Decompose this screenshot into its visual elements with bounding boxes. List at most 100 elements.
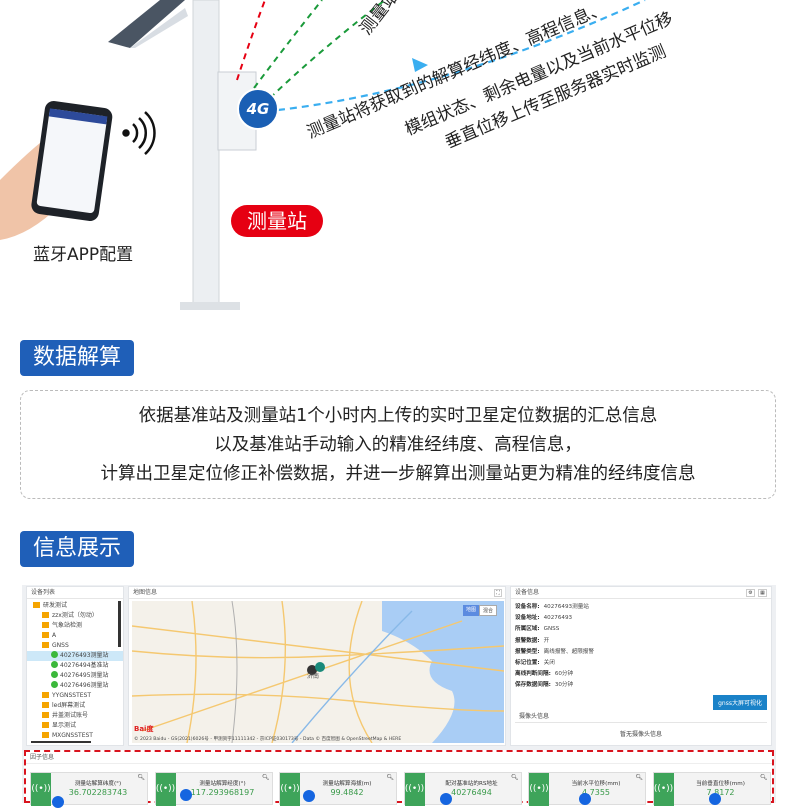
info-value: 30分钟 — [554, 682, 574, 689]
folder-item[interactable]: A — [27, 631, 123, 641]
factor-panel: 因子信息 ((•))测量站解算纬度(°)36.702283743🔍︎((•))测… — [24, 750, 774, 806]
magnifier-icon[interactable]: 🔍︎ — [759, 774, 768, 781]
pointer-dot — [579, 793, 591, 805]
info-value: 开 — [543, 637, 550, 644]
folder-item[interactable]: MXGNSSTEST — [27, 731, 123, 741]
factor-value: 117.293968197 — [190, 788, 255, 797]
item-label: YYGNSSTEST — [52, 692, 92, 699]
factor-label: 测量站解算海拔(m) — [322, 781, 372, 787]
map-type-map[interactable]: 地图 — [462, 605, 479, 616]
factor-label: 当前水平位移(mm) — [571, 781, 621, 787]
pointer-dot — [709, 793, 721, 805]
info-key: 标记位置: — [515, 659, 540, 666]
pointer-dot — [52, 796, 64, 808]
map-city-label: 济南 — [307, 673, 320, 680]
info-key: 设备名称: — [515, 604, 540, 610]
bluetooth-signal-icon — [122, 111, 156, 155]
fullscreen-icon[interactable]: ⛶ — [494, 589, 502, 597]
folder-item[interactable]: GNSS — [27, 641, 123, 651]
sea — [382, 601, 504, 743]
map-type-hybrid[interactable]: 混合 — [478, 605, 497, 616]
map-type-toggle: 地图 混合 — [462, 605, 497, 616]
magnifier-icon[interactable]: 🔍︎ — [261, 774, 270, 781]
folder-icon — [42, 722, 49, 728]
magnifier-icon[interactable]: 🔍︎ — [635, 774, 643, 781]
factor-label: 配对基准站的RS地址 — [445, 781, 498, 787]
info-key: 保存数据间隔: — [515, 682, 551, 689]
online-status-icon — [51, 661, 58, 668]
info-row: 保存数据间隔:30分钟 — [511, 680, 771, 691]
factor-card[interactable]: ((•)) 测量站解算经度(°)117.293968197 🔍︎ — [154, 772, 273, 806]
device-item[interactable]: 40276495测量站 — [27, 671, 123, 681]
device-item[interactable]: 40276493测量站 — [27, 651, 123, 661]
calculation-description: 依据基准站及测量站1个小时内上传的实时卫星定位数据的汇总信息 以及基准站手动输入… — [20, 390, 776, 499]
info-key: 报警数据: — [515, 637, 540, 644]
phone-hand-icon — [0, 100, 113, 240]
item-label: 气象站检测 — [52, 622, 83, 629]
folder-item[interactable]: zzx测试（勿动） — [27, 611, 123, 621]
section-title-calculation: 数据解算 — [20, 340, 134, 376]
map-canvas[interactable] — [132, 601, 504, 743]
grid-icon[interactable]: ▦ — [758, 589, 767, 597]
factor-label: 测量站解算纬度(°) — [74, 781, 122, 787]
item-label: 研发测试 — [43, 602, 68, 609]
factor-card[interactable]: ((•))测量站解算海拔(m)99.4842🔍︎ — [279, 772, 397, 806]
folder-icon — [42, 622, 49, 628]
magnifier-icon[interactable]: 🔍︎ — [386, 774, 394, 781]
item-label: 40276493测量站 — [60, 652, 109, 659]
folder-icon — [42, 692, 49, 698]
info-row: 所属区域:GNSS — [511, 624, 771, 635]
camera-empty: 暂无摄像头信息 — [619, 731, 662, 738]
factor-label: 测量站解算经度(°) — [199, 781, 246, 787]
info-value: 40276493测量站 — [543, 604, 589, 610]
device-item[interactable]: 40276496测量站 — [27, 681, 123, 691]
station-label: 测量站 — [231, 205, 323, 237]
map-copyright: © 2023 Baidu - GS(2021)6026号 - 甲测资字11111… — [134, 737, 402, 742]
map-marker-icon — [307, 665, 317, 675]
folder-item[interactable]: led屏幕测试 — [27, 701, 123, 711]
info-value: 关闭 — [543, 659, 555, 666]
item-label: 40276495测量站 — [60, 672, 109, 679]
signal-icon: ((•)) — [155, 773, 176, 806]
info-row: 标记位置:关闭 — [511, 658, 771, 669]
item-label: 40276496测量站 — [60, 682, 109, 689]
folder-item[interactable]: 井盖测试账号 — [27, 711, 123, 721]
desc-line: 依据基准站及测量站1个小时内上传的实时卫星定位数据的汇总信息 — [138, 406, 658, 426]
folder-icon — [33, 602, 40, 608]
tree-scrollbar[interactable] — [118, 601, 121, 647]
folder-item[interactable]: 研发测试 — [27, 601, 123, 611]
magnifier-icon[interactable]: 🔍︎ — [137, 774, 145, 781]
pointer-dot — [440, 793, 452, 805]
info-row: 报警类型:离线报警、超限报警 — [511, 647, 771, 658]
gnss-dashboard-button[interactable]: gnss大屏可视化 — [713, 695, 767, 710]
info-row: 报警数据:开 — [511, 636, 771, 647]
item-label: 井盖测试账号 — [52, 712, 89, 719]
folder-item[interactable]: 气象站检测 — [27, 621, 123, 631]
factor-value: 36.702283743 — [68, 788, 128, 797]
desc-line: 计算出卫星定位修正补偿数据，并进一步解算出测量站更为精准的经纬度信息 — [100, 464, 696, 484]
folder-item[interactable]: 显示测试 — [27, 721, 123, 731]
pointer-dot — [180, 789, 192, 801]
magnifier-icon[interactable]: 🔍︎ — [510, 774, 519, 781]
factor-card[interactable]: ((•))测量站解算纬度(°)36.702283743🔍︎ — [30, 772, 148, 806]
folder-icon — [42, 612, 49, 618]
online-status-icon — [51, 681, 58, 688]
panel-title: 地图信息 — [129, 587, 505, 599]
factor-value: 7.8172 — [706, 788, 735, 797]
signal-icon: ((•)) — [529, 773, 549, 806]
panel-title: 设备信息 — [511, 587, 771, 599]
tree-hscrollbar[interactable] — [31, 741, 91, 743]
settings-icon[interactable]: ⚙ — [746, 589, 755, 597]
folder-icon — [42, 712, 49, 718]
app-config-label: 蓝牙APP配置 — [33, 245, 134, 265]
online-status-icon — [51, 651, 58, 658]
camera-info-title: 摄像头信息 — [519, 713, 550, 720]
folder-item[interactable]: YYGNSSTEST — [27, 691, 123, 701]
device-item[interactable]: 40276494基准站 — [27, 661, 123, 671]
item-label: MXGNSSTEST — [52, 732, 93, 739]
item-label: A — [52, 632, 57, 639]
